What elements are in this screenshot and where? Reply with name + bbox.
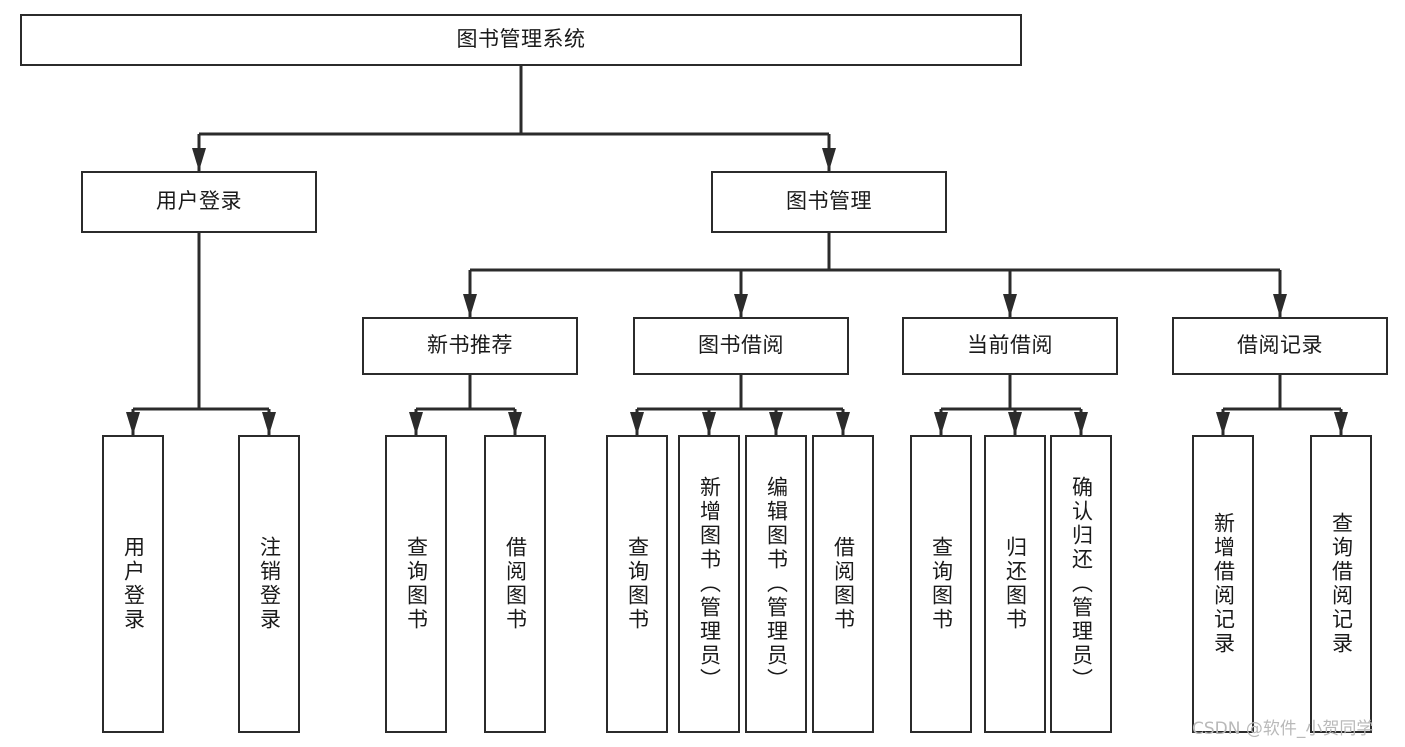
- arrowhead-records: [1273, 294, 1287, 317]
- node-label-f_bw_borrow: 借阅图书: [831, 536, 856, 632]
- node-f_cur_query[interactable]: 查询图书: [910, 435, 972, 733]
- node-login[interactable]: 用户登录: [81, 171, 317, 233]
- arrowhead-f_cur_query: [934, 412, 948, 435]
- arrowhead-f_cur_confirm: [1074, 412, 1088, 435]
- node-label-root: 图书管理系统: [456, 27, 586, 52]
- node-f_rec_add[interactable]: 新增借阅记录: [1192, 435, 1254, 733]
- node-current[interactable]: 当前借阅: [902, 317, 1118, 375]
- arrowhead-f_rec_add: [1216, 412, 1230, 435]
- arrowhead-login: [192, 148, 206, 171]
- node-f_login[interactable]: 用户登录: [102, 435, 164, 733]
- node-label-f_rec_query: 查询借阅记录: [1329, 512, 1354, 656]
- arrowhead-f_nb_borrow: [508, 412, 522, 435]
- node-label-f_login: 用户登录: [121, 536, 146, 632]
- node-f_cur_confirm[interactable]: 确认归还（管理员）: [1050, 435, 1112, 733]
- node-label-f_rec_add: 新增借阅记录: [1211, 512, 1236, 656]
- node-f_cur_return[interactable]: 归还图书: [984, 435, 1046, 733]
- arrowhead-borrow: [734, 294, 748, 317]
- node-f_logout[interactable]: 注销登录: [238, 435, 300, 733]
- node-label-borrow: 图书借阅: [698, 333, 784, 358]
- arrowhead-f_cur_return: [1008, 412, 1022, 435]
- arrowhead-f_bw_borrow: [836, 412, 850, 435]
- node-label-f_bw_add: 新增图书（管理员）: [697, 476, 722, 692]
- arrowhead-f_rec_query: [1334, 412, 1348, 435]
- arrowhead-f_nb_query: [409, 412, 423, 435]
- node-f_bw_borrow[interactable]: 借阅图书: [812, 435, 874, 733]
- node-f_bw_edit[interactable]: 编辑图书（管理员）: [745, 435, 807, 733]
- watermark-label: CSDN @软件_小贺同学: [1192, 719, 1374, 739]
- arrowhead-f_bw_add: [702, 412, 716, 435]
- node-label-login: 用户登录: [156, 189, 242, 214]
- node-root[interactable]: 图书管理系统: [20, 14, 1022, 66]
- node-label-f_nb_query: 查询图书: [404, 536, 429, 632]
- node-f_rec_query[interactable]: 查询借阅记录: [1310, 435, 1372, 733]
- node-label-newbook: 新书推荐: [427, 333, 513, 358]
- arrowhead-bookmgmt: [822, 148, 836, 171]
- node-f_nb_query[interactable]: 查询图书: [385, 435, 447, 733]
- node-label-f_cur_query: 查询图书: [929, 536, 954, 632]
- node-label-f_bw_edit: 编辑图书（管理员）: [764, 476, 789, 692]
- node-label-f_logout: 注销登录: [257, 536, 282, 632]
- arrowhead-f_logout: [262, 412, 276, 435]
- node-f_bw_add[interactable]: 新增图书（管理员）: [678, 435, 740, 733]
- node-label-bookmgmt: 图书管理: [786, 189, 872, 214]
- arrowhead-f_login: [126, 412, 140, 435]
- node-label-f_cur_return: 归还图书: [1003, 536, 1028, 632]
- node-label-f_bw_query: 查询图书: [625, 536, 650, 632]
- node-label-records: 借阅记录: [1237, 333, 1323, 358]
- node-f_bw_query[interactable]: 查询图书: [606, 435, 668, 733]
- node-label-current: 当前借阅: [967, 333, 1053, 358]
- arrowhead-current: [1003, 294, 1017, 317]
- node-label-f_nb_borrow: 借阅图书: [503, 536, 528, 632]
- arrowhead-f_bw_query: [630, 412, 644, 435]
- arrowhead-f_bw_edit: [769, 412, 783, 435]
- node-newbook[interactable]: 新书推荐: [362, 317, 578, 375]
- node-records[interactable]: 借阅记录: [1172, 317, 1388, 375]
- node-bookmgmt[interactable]: 图书管理: [711, 171, 947, 233]
- node-borrow[interactable]: 图书借阅: [633, 317, 849, 375]
- node-label-f_cur_confirm: 确认归还（管理员）: [1069, 476, 1094, 692]
- arrowhead-newbook: [463, 294, 477, 317]
- node-f_nb_borrow[interactable]: 借阅图书: [484, 435, 546, 733]
